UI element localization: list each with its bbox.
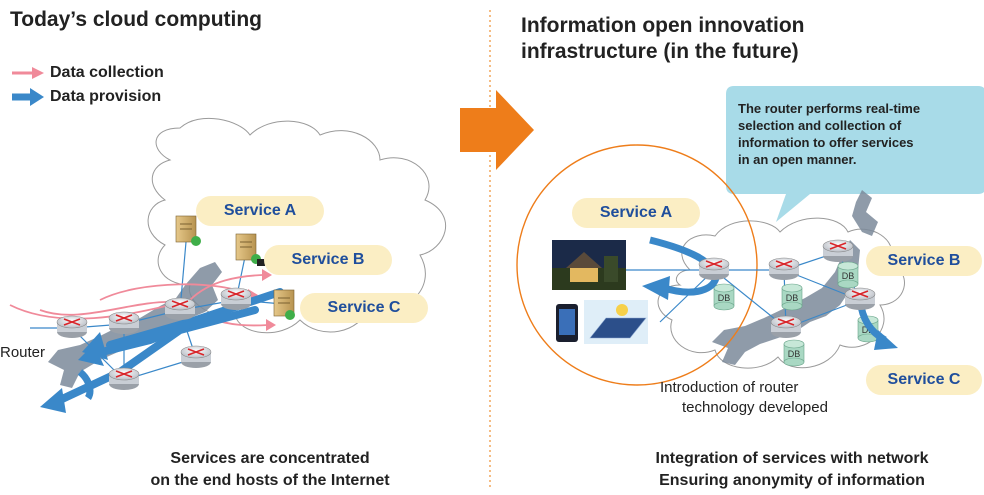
left-router-4-icon xyxy=(220,287,252,310)
server-b-icon xyxy=(235,233,265,266)
intro-line-1: Introduction of router xyxy=(660,379,799,396)
left-router-2-icon xyxy=(108,311,140,334)
right-router-3-icon xyxy=(822,239,854,262)
right-service-a-badge: Service A xyxy=(572,198,700,228)
legend-collection-arrow-icon xyxy=(12,67,44,79)
right-router-1-icon xyxy=(698,257,730,280)
db-2-icon xyxy=(781,283,803,311)
right-provision-head-c xyxy=(874,330,898,350)
right-service-b-badge: Service B xyxy=(866,246,982,276)
left-service-c-badge: Service C xyxy=(300,293,428,323)
right-title-line-2: infrastructure (in the future) xyxy=(521,40,799,63)
server-a-icon xyxy=(175,215,201,246)
left-router-1-icon xyxy=(56,315,88,338)
legend-provision-label: Data provision xyxy=(50,88,162,105)
left-service-a-badge: Service A xyxy=(196,196,324,226)
right-caption-line-1: Integration of services with network xyxy=(655,450,929,467)
db-5-label: DB xyxy=(788,349,801,359)
left-router-6-icon xyxy=(108,367,140,390)
left-service-b-badge: Service B xyxy=(264,245,392,275)
right-router-4-icon xyxy=(844,287,876,310)
server-c-icon xyxy=(273,289,295,320)
left-router-3-icon xyxy=(164,297,196,320)
intro-line-2: technology developed xyxy=(682,399,828,416)
solar-panel-photo xyxy=(584,300,648,344)
right-router-5-icon xyxy=(770,315,802,338)
left-title: Today’s cloud computing xyxy=(10,8,262,31)
router-label: Router xyxy=(0,344,46,361)
left-provision-head-3 xyxy=(78,344,104,366)
db-3-icon xyxy=(837,261,859,289)
left-provision-curve xyxy=(77,369,94,400)
right-service-c-badge: Service C xyxy=(866,365,982,395)
db-1-icon xyxy=(713,283,735,311)
house-photo xyxy=(552,240,626,290)
callout-line-4: in an open manner. xyxy=(738,152,857,167)
db-3-label: DB xyxy=(842,271,855,281)
db-4-icon xyxy=(857,315,879,343)
db-5-icon xyxy=(783,339,805,367)
left-provision-head-2 xyxy=(40,388,66,413)
db-1-label: DB xyxy=(718,293,731,303)
left-collection-arrows xyxy=(9,274,269,327)
db-2-label: DB xyxy=(786,293,799,303)
smartphone-photo xyxy=(556,304,578,342)
callout-bubble xyxy=(726,86,984,222)
right-caption-line-2: Ensuring anonymity of information xyxy=(659,472,925,489)
right-router-2-icon xyxy=(768,257,800,280)
left-caption-line-2: on the end hosts of the Internet xyxy=(150,472,390,489)
right-title-line-1: Information open innovation xyxy=(521,14,805,37)
transition-arrow xyxy=(460,90,534,170)
orange-region-circle xyxy=(516,144,758,386)
callout-line-1: The router performs real-time xyxy=(738,101,921,116)
legend-provision-arrow-icon xyxy=(12,88,44,106)
callout-line-2: selection and collection of xyxy=(738,118,902,133)
left-router-5-icon xyxy=(180,345,212,368)
left-collection-head-2 xyxy=(266,319,276,331)
callout-line-3: information to offer services xyxy=(738,135,914,150)
right-provision-head-a xyxy=(642,276,670,300)
left-caption-line-1: Services are concentrated xyxy=(170,450,370,467)
legend-collection-label: Data collection xyxy=(50,64,164,81)
left-collection-head-1 xyxy=(262,269,272,281)
